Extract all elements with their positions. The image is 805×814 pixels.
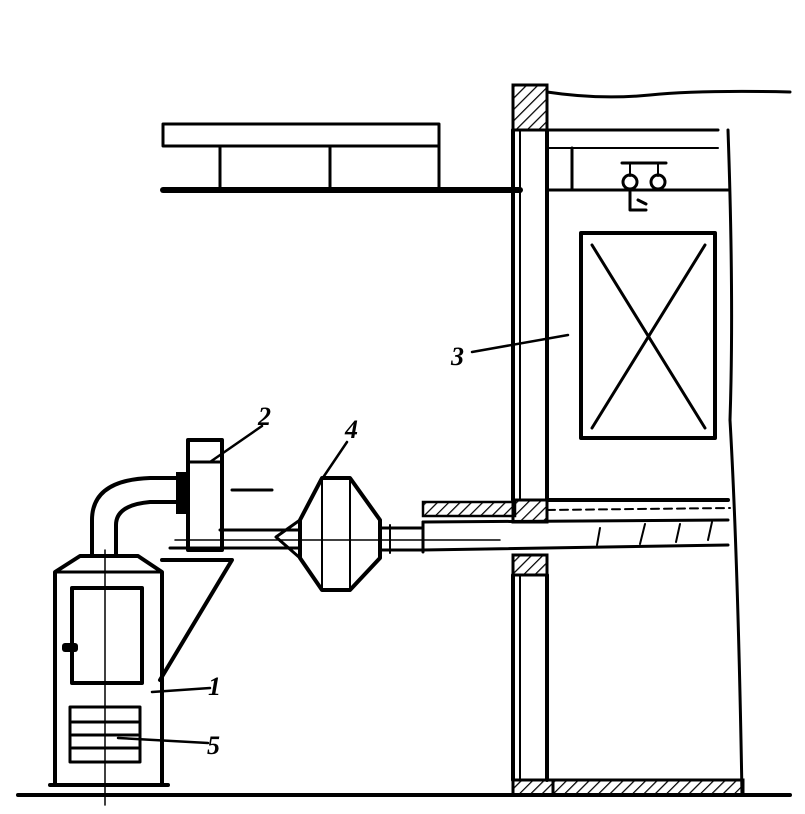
callout-1: 1 <box>208 672 221 701</box>
leader-lines <box>116 333 570 745</box>
wall-column <box>511 83 555 797</box>
callout-labels: 1 2 3 4 5 <box>207 342 464 760</box>
supply-pipe <box>90 476 178 558</box>
air-heater-panel-3 <box>579 231 717 440</box>
filter-device-4 <box>274 476 382 592</box>
callout-4: 4 <box>344 415 358 444</box>
fan-2 <box>176 438 224 552</box>
support-bracket <box>158 546 234 682</box>
ceiling-slab <box>160 122 523 193</box>
pulley-detail <box>620 161 668 212</box>
adjacent-room <box>545 89 792 797</box>
air-duct <box>421 500 731 554</box>
callout-5: 5 <box>207 731 220 760</box>
callout-3: 3 <box>450 342 464 371</box>
heater-unit-1 <box>48 549 170 806</box>
callout-2: 2 <box>257 402 271 431</box>
